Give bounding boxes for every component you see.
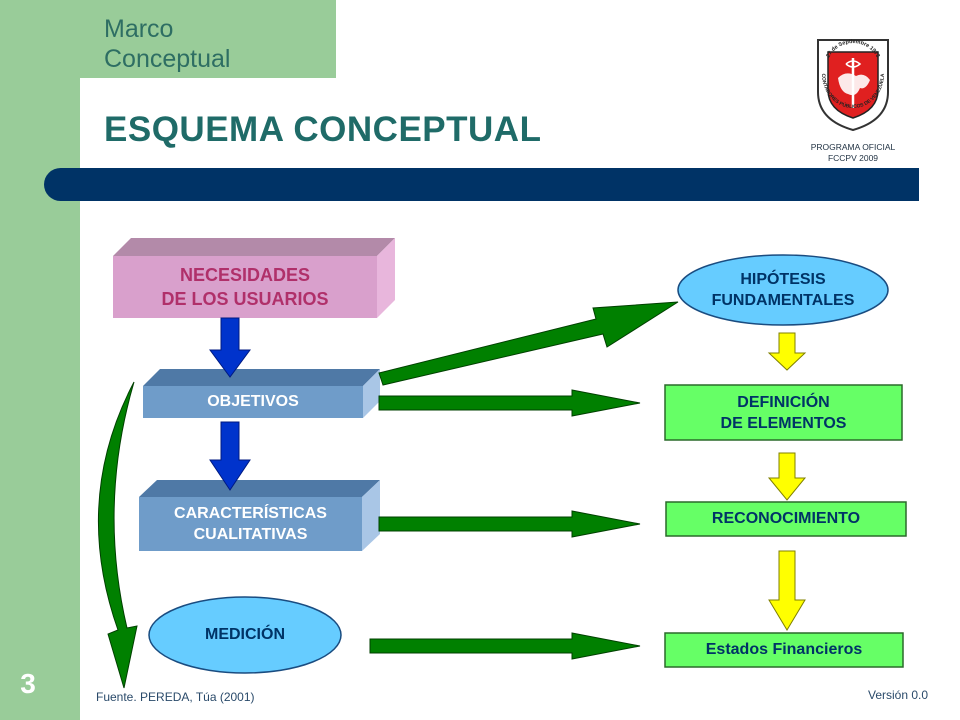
source-note: Fuente. PEREDA, Túa (2001) — [96, 690, 255, 704]
blue-arrow-1 — [209, 317, 251, 378]
hipotesis-oval — [677, 254, 889, 326]
reconocimiento-box — [665, 501, 907, 537]
green-curved-arrow — [97, 381, 138, 689]
green-arrow-caracteristicas-reconocimiento — [378, 510, 641, 538]
left-green-band — [0, 0, 80, 720]
yellow-arrow-2 — [767, 452, 807, 501]
objetivos-label: OBJETIVOS — [207, 393, 299, 410]
medicion-label: MEDICIÓN — [205, 626, 285, 643]
caracteristicas-label: CARACTERÍSTICAS CUALITATIVAS — [174, 505, 327, 543]
title-underline-bar — [44, 168, 919, 201]
blue-arrow-2 — [209, 421, 251, 491]
page-title: ESQUEMA CONCEPTUAL — [104, 110, 542, 149]
estados-box — [664, 632, 904, 668]
section-title: Marco Conceptual — [104, 15, 231, 73]
version-label: Versión 0.0 — [868, 688, 929, 702]
hipotesis-label: HIPÓTESIS FUNDAMENTALES — [711, 271, 855, 309]
caracteristicas-box-front — [139, 497, 362, 551]
logo-caption: PROGRAMA OFICIAL FCCPV 2009 — [788, 142, 918, 164]
green-arrow-objetivos-definicion — [378, 389, 641, 417]
logo-caption-line1: PROGRAMA OFICIAL — [810, 142, 896, 152]
logo-caption-line2: FCCPV 2009 — [827, 153, 879, 163]
caracteristicas-box-top — [139, 480, 380, 497]
objetivos-box-top — [143, 369, 380, 386]
green-arrow-objetivos-hipotesis — [378, 301, 679, 386]
fccpv-logo: 27 de Septiembre 1973 CONTADORES PÚBLICO… — [817, 39, 889, 132]
green-arrow-medicion-estados — [369, 632, 641, 660]
necesidades-box-front — [113, 256, 377, 318]
necesidades-box-top — [113, 238, 395, 256]
definicion-box — [664, 384, 903, 441]
necesidades-label: NECESIDADES DE LOS USUARIOS — [161, 265, 329, 309]
slide-number: 3 — [20, 668, 36, 699]
necesidades-box-side — [377, 238, 395, 318]
reconocimiento-label: RECONOCIMIENTO — [711, 510, 861, 527]
yellow-arrow-3 — [768, 550, 806, 631]
medicion-oval — [148, 596, 342, 674]
top-green-band — [80, 0, 336, 78]
definicion-label: DEFINICIÓN DE ELEMENTOS — [720, 393, 847, 432]
yellow-arrow-1 — [767, 332, 807, 371]
caracteristicas-box-side — [362, 480, 380, 551]
objetivos-box-front — [143, 386, 363, 418]
objetivos-box-side — [363, 369, 380, 418]
estados-label: Estados Financieros — [705, 641, 863, 658]
